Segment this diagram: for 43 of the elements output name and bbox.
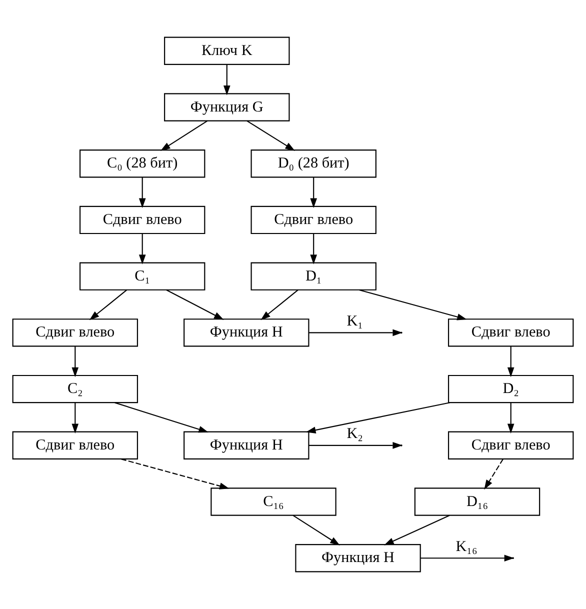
node-box: C₁₆ [210,488,336,516]
node-box: D₁ [250,262,376,290]
node-box: C₁ [79,262,206,290]
arrow [160,120,208,151]
arrow [72,402,79,434]
node-box: Сдвиг влево [12,431,138,460]
arrow [484,458,504,490]
node-box: Сдвиг влево [448,318,574,347]
edge-label: K₂ [346,425,363,442]
node-box: Функция H [184,318,310,347]
arrow [246,120,295,151]
node-box: D₀ (28 бит) [250,150,376,178]
node-box: D₂ [448,374,574,404]
node-box: Функция H [184,431,310,460]
arrow [507,346,514,378]
node-box: Ключ K [164,36,290,65]
arrow [260,290,298,320]
arrow [306,402,450,434]
node-box: D₁₆ [414,488,540,516]
arrow [166,290,224,320]
arrow [292,514,340,546]
arrow [310,177,318,208]
node-box: C₂ [12,374,138,404]
node-box: Функция G [164,93,290,122]
arrow [507,402,514,434]
arrow [310,234,318,264]
arrow [121,458,230,490]
arrow [138,234,146,264]
node-box: Функция H [295,544,421,572]
edge-label: K₁₆ [456,538,478,555]
edge-label: K₁ [346,312,363,330]
arrow [89,290,128,320]
arrow [223,64,230,96]
arrow [138,177,146,208]
arrow [384,514,450,546]
node-box: Сдвиг влево [79,206,206,234]
node-box: C₀ (28 бит) [79,150,206,178]
arrow [72,346,79,378]
node-box: Сдвиг влево [12,318,138,347]
arrow [114,402,208,433]
arrow [359,289,467,320]
node-box: Сдвиг влево [448,431,574,460]
node-box: Сдвиг влево [250,206,376,234]
